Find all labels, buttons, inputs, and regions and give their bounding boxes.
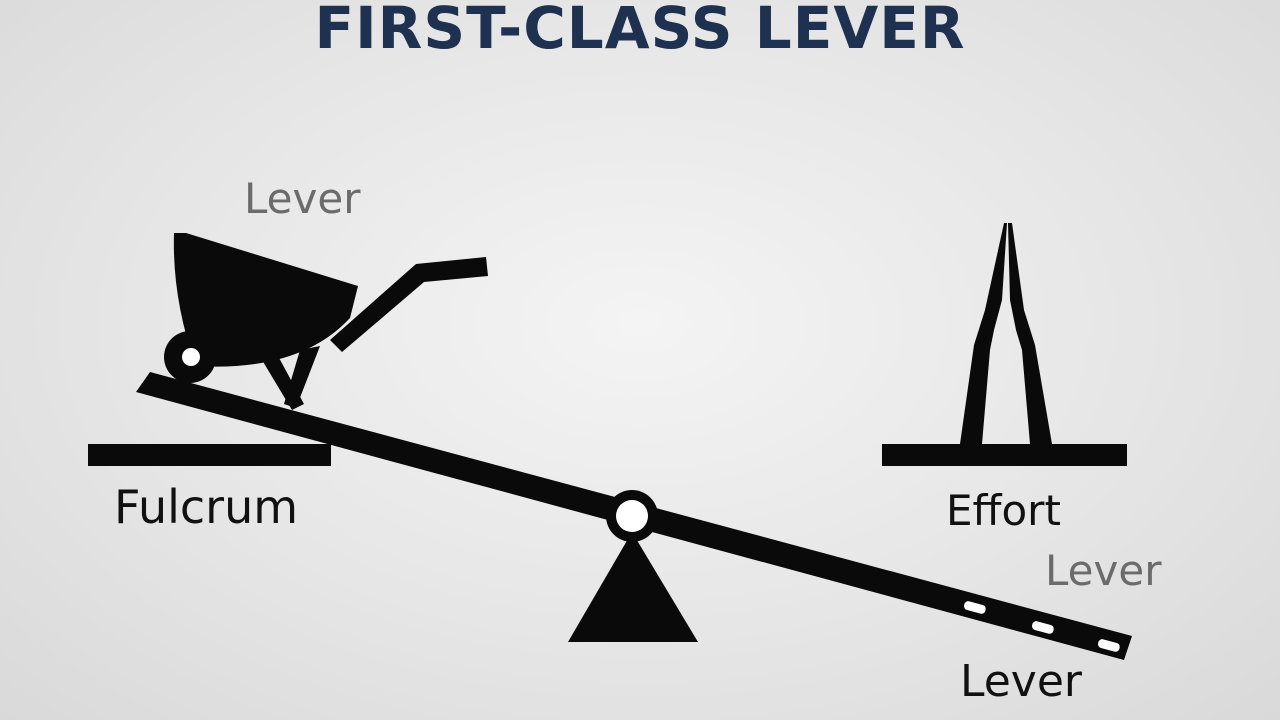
pliers-icon <box>960 223 1052 444</box>
left-platform <box>88 444 331 466</box>
lever-label-bottom: Lever <box>960 656 1083 707</box>
lever-label-gray: Lever <box>1045 546 1162 595</box>
wheelbarrow-icon <box>164 233 488 410</box>
pivot-circle-icon <box>606 490 658 542</box>
fulcrum-triangle-icon <box>568 532 698 642</box>
beam-holes <box>963 601 1120 652</box>
fulcrum-label: Fulcrum <box>114 480 299 534</box>
lever-label-top: Lever <box>244 174 361 223</box>
effort-label: Effort <box>946 486 1061 535</box>
right-platform <box>882 444 1127 466</box>
diagram-title: FIRST-CLASS LEVER <box>314 0 966 62</box>
